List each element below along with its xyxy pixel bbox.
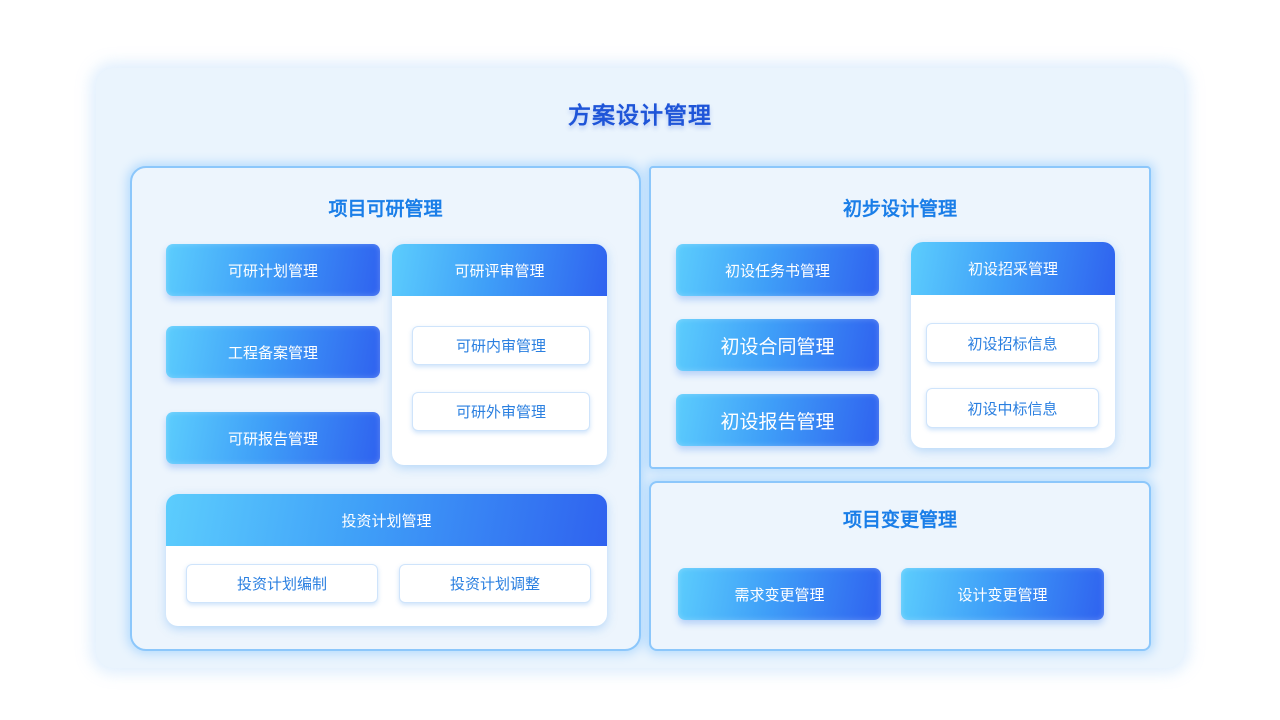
group-investment-plan: 投资计划管理 投资计划编制 投资计划调整	[166, 494, 607, 626]
panel-feasibility: 项目可研管理 可研计划管理 工程备案管理 可研报告管理 可研评审管理 可研内审管…	[130, 166, 641, 651]
group-feasibility-review: 可研评审管理 可研内审管理 可研外审管理	[392, 244, 607, 465]
panel-change: 项目变更管理 需求变更管理 设计变更管理	[649, 481, 1151, 651]
node-requirement-change[interactable]: 需求变更管理	[678, 568, 881, 620]
page-title: 方案设计管理	[568, 103, 712, 129]
panel-feasibility-title: 项目可研管理	[328, 198, 443, 220]
group-feasibility-review-title[interactable]: 可研评审管理	[392, 244, 607, 296]
node-project-filing[interactable]: 工程备案管理	[166, 326, 380, 378]
node-preliminary-contract[interactable]: 初设合同管理	[676, 319, 879, 371]
group-preliminary-procurement: 初设招采管理 初设招标信息 初设中标信息	[911, 242, 1115, 448]
group-preliminary-procurement-title[interactable]: 初设招采管理	[911, 242, 1115, 295]
node-design-change[interactable]: 设计变更管理	[901, 568, 1104, 620]
node-investment-adjust[interactable]: 投资计划调整	[399, 564, 591, 603]
panel-change-title: 项目变更管理	[842, 509, 957, 531]
node-feasibility-plan[interactable]: 可研计划管理	[166, 244, 380, 296]
group-investment-plan-title[interactable]: 投资计划管理	[166, 494, 607, 546]
node-feasibility-report[interactable]: 可研报告管理	[166, 412, 380, 464]
node-preliminary-report[interactable]: 初设报告管理	[676, 394, 879, 446]
node-external-review[interactable]: 可研外审管理	[412, 392, 590, 431]
node-preliminary-task[interactable]: 初设任务书管理	[676, 244, 879, 296]
node-investment-compile[interactable]: 投资计划编制	[186, 564, 378, 603]
panel-preliminary: 初步设计管理 初设任务书管理 初设合同管理 初设报告管理 初设招采管理 初设招标…	[649, 166, 1151, 469]
panel-preliminary-title: 初步设计管理	[842, 198, 957, 220]
node-award-info[interactable]: 初设中标信息	[926, 388, 1099, 428]
node-tender-info[interactable]: 初设招标信息	[926, 323, 1099, 363]
node-internal-review[interactable]: 可研内审管理	[412, 326, 590, 365]
